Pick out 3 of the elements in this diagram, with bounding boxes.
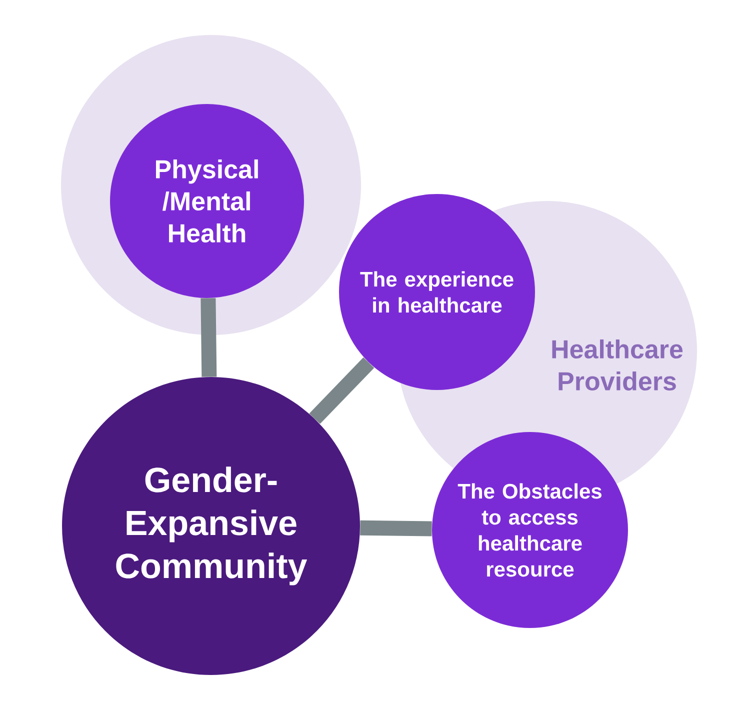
connector-line bbox=[360, 520, 432, 536]
connector-line bbox=[200, 298, 217, 377]
connector-line bbox=[309, 357, 374, 424]
